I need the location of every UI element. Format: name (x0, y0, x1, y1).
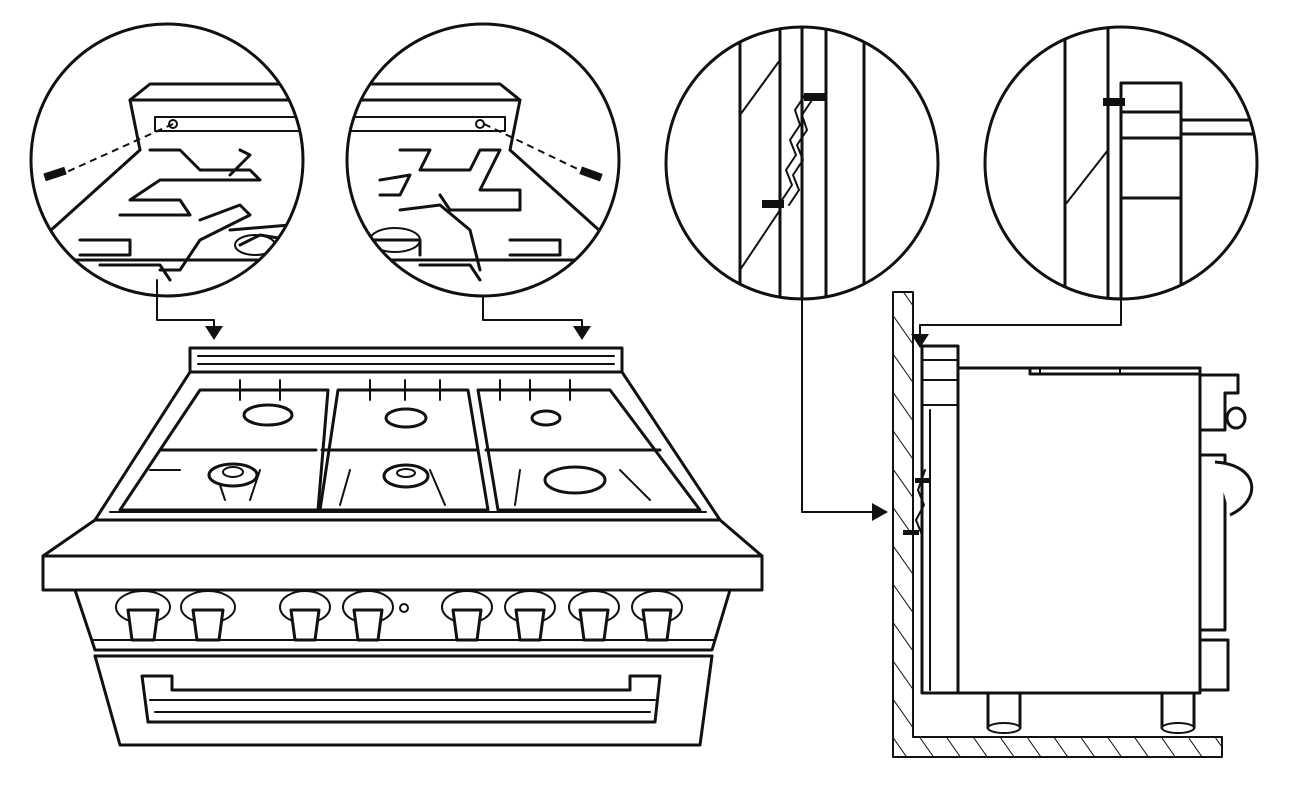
control-knob (115, 590, 171, 642)
control-knob (441, 590, 493, 642)
backguard (188, 346, 624, 374)
control-knobs (115, 590, 683, 642)
wall-section (892, 291, 1223, 758)
screw-icon (43, 166, 67, 182)
range-back-panel (920, 344, 960, 695)
oven-handle (140, 674, 662, 724)
control-panel (73, 588, 732, 652)
arrow-down-icon (911, 334, 929, 348)
arrow-down-icon (573, 326, 591, 340)
detail-circle-right-screw (345, 22, 621, 298)
screw-hole-icon (168, 119, 178, 129)
arrow-right-icon (872, 503, 888, 521)
range-side-view (892, 291, 1254, 758)
control-knob (279, 590, 331, 642)
connector-lines (156, 279, 1122, 521)
arrow-down-icon (205, 326, 223, 340)
detail-circle-left-screw (29, 22, 305, 298)
cooktop-front-edge (41, 518, 764, 558)
burners (207, 403, 607, 495)
anti-tip-bracket (915, 469, 926, 536)
control-knob (342, 590, 394, 642)
control-knob (180, 590, 236, 642)
screw-icon (804, 93, 826, 101)
range-body-side (956, 366, 1202, 695)
door-handle-side (1214, 460, 1254, 517)
range-perspective-view (41, 346, 764, 747)
screw-icon (762, 200, 784, 208)
screw-icon (1103, 98, 1125, 106)
knob-side (1225, 406, 1247, 430)
indicator-light (399, 603, 409, 613)
control-knob (504, 590, 556, 642)
control-knob (631, 590, 683, 642)
detail-circle-anti-tip-bracket (664, 25, 940, 301)
burner-grates (118, 379, 702, 512)
control-knob (568, 590, 620, 642)
leveling-legs (986, 691, 1196, 734)
detail-circle-backguard-screw (983, 25, 1259, 301)
screw-icon (579, 166, 603, 182)
cooktop-surface (93, 370, 722, 522)
